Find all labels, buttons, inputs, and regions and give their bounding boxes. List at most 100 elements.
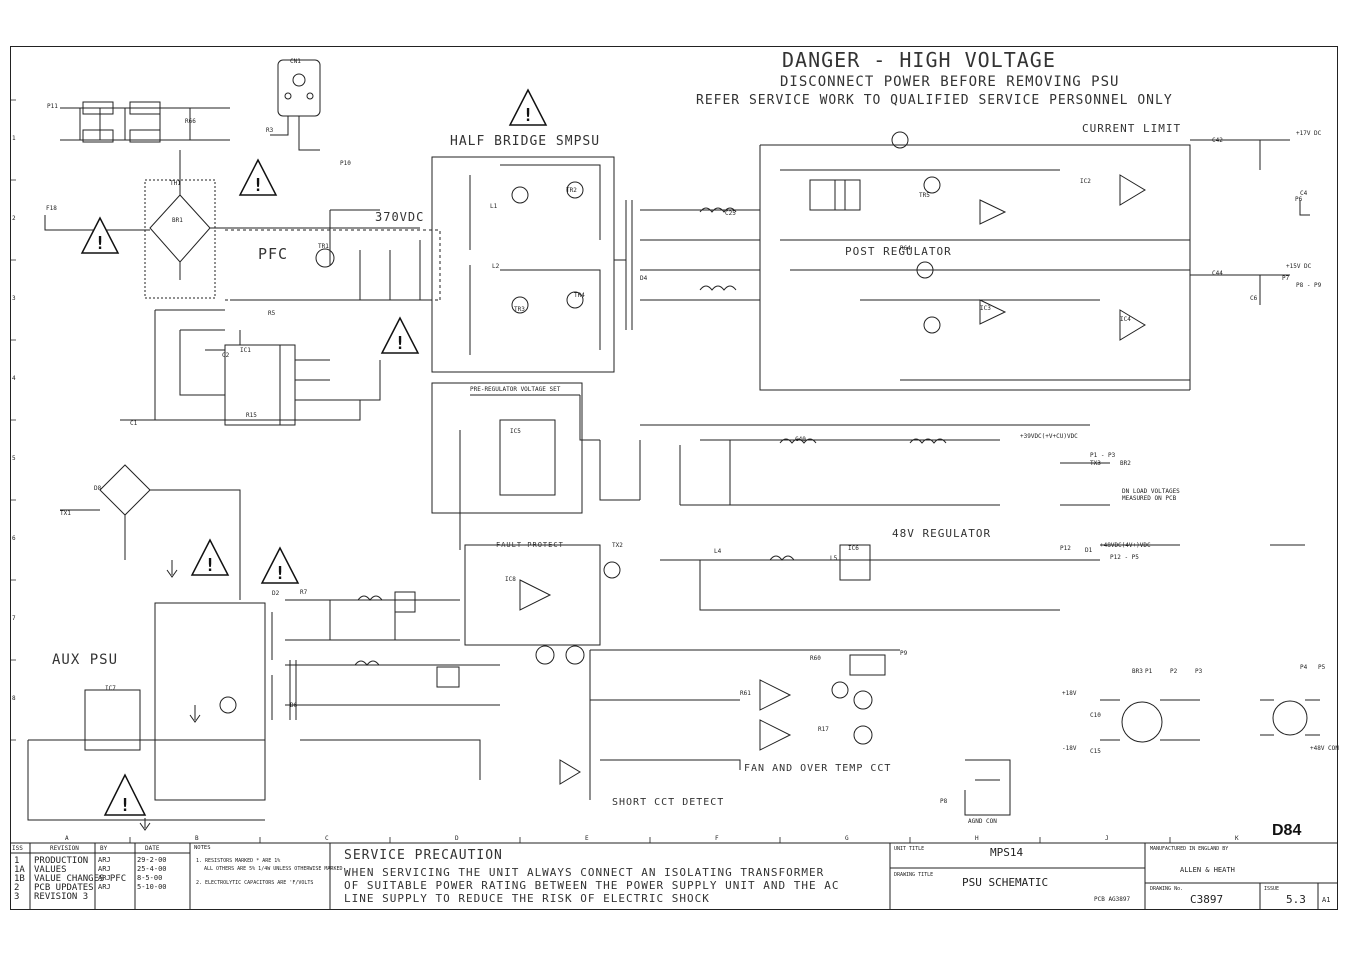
component-label: D6 (290, 702, 298, 709)
revision-date: 25-4-00 (137, 865, 167, 873)
drawing-stamp: D84 (1272, 822, 1302, 839)
component-label: F18 (46, 205, 57, 212)
section-pfc: PFC (258, 245, 289, 263)
precaution-line-2: OF SUITABLE POWER RATING BETWEEN THE POW… (344, 879, 840, 892)
revision-by: ARJ (98, 865, 111, 873)
warning-line-2: REFER SERVICE WORK TO QUALIFIED SERVICE … (696, 93, 1173, 108)
drawing-number: C3897 (1190, 893, 1224, 906)
grid-row-label: 4 (12, 375, 16, 382)
note-3: 2. ELECTROLYTIC CAPACITORS ARE 'F/VOLTS (196, 880, 314, 886)
component-label: TR5 (919, 192, 930, 199)
net-label: +48V CON (1310, 745, 1339, 752)
component-label: C42 (1212, 137, 1223, 144)
component-label: P8 (940, 798, 948, 805)
component-label: L4 (714, 548, 722, 555)
svg-text:!: ! (395, 333, 406, 354)
manufacturer-label: MANUFACTURED IN ENGLAND BY (1150, 846, 1229, 852)
grid-column-label: G (845, 835, 849, 842)
net-label: DN LOAD VOLTAGES MEASURED ON PCB (1122, 488, 1180, 502)
net-label: P1 - P3 (1090, 452, 1116, 459)
grid-column-label: K (1235, 835, 1239, 842)
section-current-limit: CURRENT LIMIT (1082, 122, 1182, 135)
svg-text:!: ! (253, 175, 264, 196)
grid-column-label: H (975, 835, 979, 842)
grid-row-label: 8 (12, 695, 16, 702)
drawing-title-label: DRAWING TITLE (894, 872, 934, 878)
warning-line-1: DISCONNECT POWER BEFORE REMOVING PSU (780, 74, 1120, 90)
section-fault-protect: FAULT PROTECT (496, 541, 564, 549)
revision-date: 8-5-00 (137, 874, 163, 882)
component-label: TR1 (318, 243, 329, 250)
component-label: R15 (246, 412, 257, 419)
unit-title-label: UNIT TITLE (894, 846, 925, 852)
section-pre-regulator: PRE-REGULATOR VOLTAGE SET (470, 386, 561, 393)
component-label: IC7 (105, 685, 116, 692)
rev-header-iss: ISS (12, 845, 23, 852)
company-name: ALLEN & HEATH (1180, 866, 1235, 874)
component-label: BR2 (1120, 460, 1131, 467)
component-label: C40 (795, 436, 806, 443)
revision-rev: VALUES (34, 865, 67, 875)
component-label: C2 (222, 352, 230, 359)
component-label: IC2 (1080, 178, 1091, 185)
rev-header-date: DATE (145, 845, 160, 852)
revision-iss: 3 (14, 892, 20, 902)
revision-by: ARJ (98, 883, 111, 891)
component-label: P3 (1195, 668, 1203, 675)
net-label: P8 - P9 (1296, 282, 1322, 289)
grid-row-label: 2 (12, 215, 16, 222)
grid-column-label: J (1105, 835, 1109, 842)
revision-iss: 1 (14, 856, 20, 866)
component-label: C6 (1250, 295, 1258, 302)
component-label: D8 (94, 485, 102, 492)
note-2: ALL OTHERS ARE 5% 1/4W UNLESS OTHERWISE … (204, 866, 343, 872)
component-label: C1 (130, 420, 138, 427)
grid-column-label: A (65, 835, 69, 842)
grid-row-label: 3 (12, 295, 16, 302)
revision-iss: 1B (14, 874, 25, 884)
component-label: IC3 (980, 305, 991, 312)
component-label: P12 (1060, 545, 1071, 552)
revision-iss: 1A (14, 865, 25, 875)
component-label: TR2 (566, 187, 577, 194)
component-label: P9 (900, 650, 908, 657)
component-label: C10 (1090, 712, 1101, 719)
section-short-cct: SHORT CCT DETECT (612, 797, 725, 808)
revision-rev: VALUE CHANGES PFC (34, 874, 127, 884)
issue-label: ISSUE (1264, 886, 1280, 892)
component-label: CN1 (290, 58, 301, 65)
component-label: L2 (492, 263, 500, 270)
drawing-frame (10, 46, 1338, 910)
component-label: P11 (47, 103, 58, 110)
issue-number: 5.3 (1286, 893, 1306, 906)
notes-title: NOTES (194, 845, 211, 851)
rev-header-revision: REVISION (50, 845, 79, 852)
drawing-title: PSU SCHEMATIC (962, 876, 1049, 889)
component-label: TX3 (1090, 460, 1101, 467)
net-label: +48VDC(4V+)VDC (1100, 542, 1151, 549)
section-370vdc: 370VDC (375, 210, 425, 224)
component-label: D4 (640, 275, 648, 282)
component-label: P2 (1170, 668, 1178, 675)
unit-title: MPS14 (990, 846, 1024, 859)
component-label: C25 (725, 210, 736, 217)
component-label: R7 (300, 589, 308, 596)
svg-text:!: ! (95, 233, 106, 254)
section-fan-temp: FAN AND OVER TEMP CCT (744, 763, 892, 774)
component-label: R66 (185, 118, 196, 125)
component-label: TR3 (514, 306, 525, 313)
precaution-line-3: LINE SUPPLY TO REDUCE THE RISK OF ELECTR… (344, 892, 710, 905)
revision-by: ARJ (98, 856, 111, 864)
svg-text:!: ! (275, 563, 286, 584)
revision-date: 5-10-00 (137, 883, 167, 891)
component-label: IC8 (505, 576, 516, 583)
grid-row-label: 1 (12, 135, 16, 142)
component-label: TX1 (60, 510, 71, 517)
revision-rev: PRODUCTION (34, 856, 89, 866)
component-label: P10 (340, 160, 351, 167)
component-label: P1 (1145, 668, 1153, 675)
component-label: IC4 (1120, 316, 1131, 323)
component-label: L1 (490, 203, 498, 210)
component-label: D1 (1085, 547, 1093, 554)
svg-text:!: ! (120, 795, 131, 816)
